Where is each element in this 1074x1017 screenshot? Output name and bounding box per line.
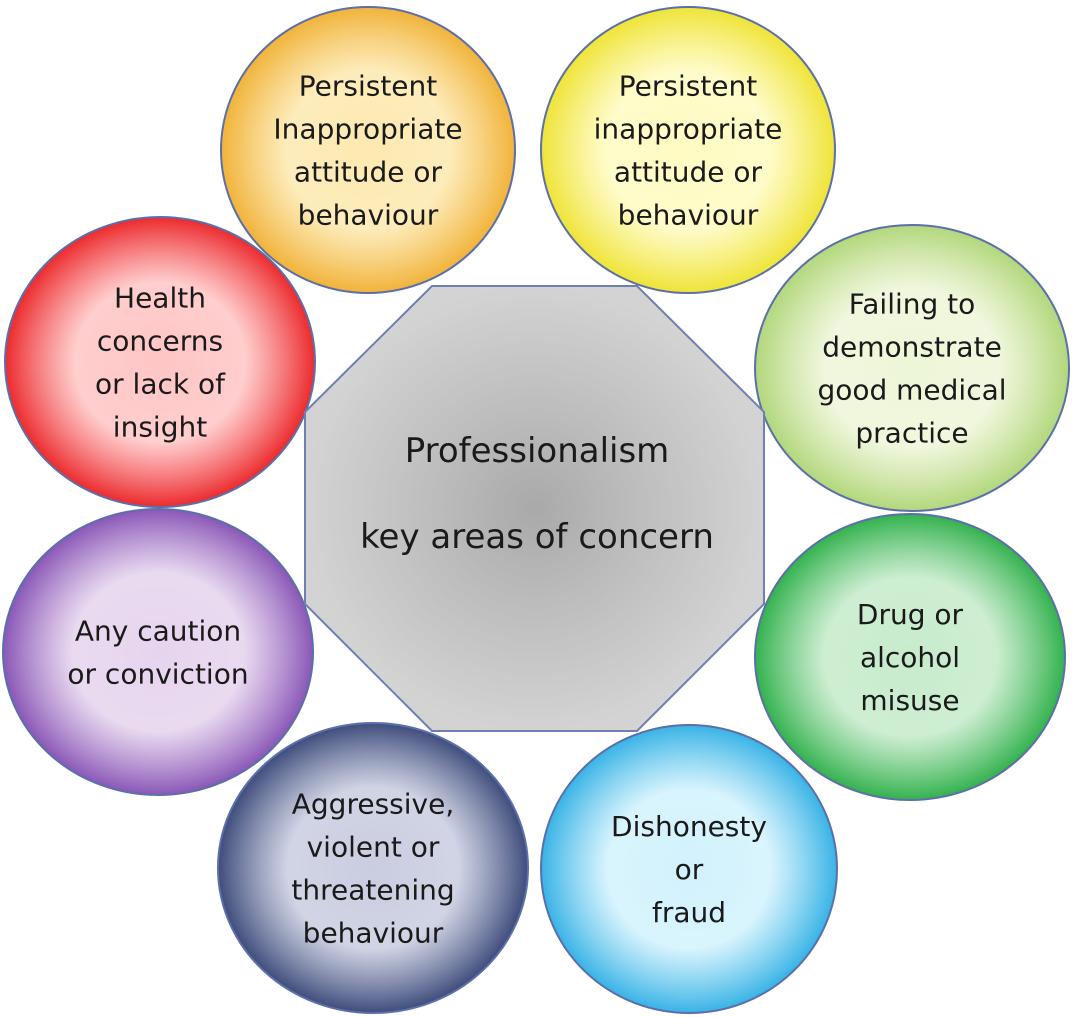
petal-left-upper: Health concerns or lack of insight [4, 216, 316, 508]
petal-left-lower-circle [2, 508, 314, 796]
petal-left-upper-circle [4, 216, 316, 508]
center-layer: Professionalism key areas of concern [304, 285, 765, 732]
petal-top-left-circle [220, 6, 516, 294]
petal-left-lower-label-line: Any caution [75, 615, 241, 648]
petal-right-lower: Drug or alcohol misuse [754, 513, 1066, 801]
petal-bottom-left-label-line: Aggressive, [292, 788, 454, 821]
petal-top-right-label-line: attitude or [614, 156, 763, 189]
petal-left-upper-label-line: Health [114, 282, 206, 315]
petal-top-right-label-line: behaviour [618, 199, 759, 232]
petal-right-lower-circle [754, 513, 1066, 801]
petal-bottom-left-label-line: threatening [291, 874, 454, 907]
petal-bottom-right: Dishonesty or fraud [540, 724, 838, 1014]
petal-bottom-left-label-line: violent or [307, 831, 440, 864]
petal-bottom-left: Aggressive, violent or threatening behaviou… [217, 722, 529, 1014]
petal-right-lower-label-line: misuse [860, 684, 959, 717]
petal-bottom-left-label-line: behaviour [303, 917, 444, 950]
petal-bottom-right-circle [540, 724, 838, 1014]
petal-right-upper-label-line: Failing to [849, 288, 976, 321]
petal-bottom-right-label-line: Dishonesty [611, 810, 767, 843]
petal-right-upper-label-line: demonstrate [822, 331, 1002, 364]
petal-right-upper: Failing to demonstrate good medical practic… [754, 224, 1070, 512]
petal-right-upper-label-line: good medical [817, 374, 1006, 407]
petal-left-lower-label-line: or conviction [67, 658, 248, 691]
petal-left-upper-label-line: or lack of [95, 368, 226, 401]
petal-right-upper-circle [754, 224, 1070, 512]
petal-top-left-label-line: Inappropriate [273, 113, 462, 146]
petal-top-right-label-line: inappropriate [594, 113, 783, 146]
petal-top-left-label-line: attitude or [294, 156, 443, 189]
petal-bottom-right-label-line: fraud [652, 896, 726, 929]
petal-left-lower: Any caution or conviction [2, 508, 314, 796]
petal-top-right: Persistent inappropriate attitude or behavi… [540, 6, 836, 294]
petal-top-left-label-line: Persistent [299, 70, 438, 103]
petal-top-right-circle [540, 6, 836, 294]
petal-top-left-label-line: behaviour [298, 199, 439, 232]
center-octagon [304, 285, 765, 732]
petal-left-upper-label-line: insight [113, 411, 207, 444]
center-label-line: Professionalism [405, 431, 670, 471]
petal-top-right-label-line: Persistent [619, 70, 758, 103]
petal-left-upper-label-line: concerns [97, 325, 223, 358]
petal-bottom-left-circle [217, 722, 529, 1014]
petal-bottom-right-label-line: or [675, 853, 704, 886]
center-label-line: key areas of concern [360, 517, 714, 557]
petal-right-lower-label-line: alcohol [860, 641, 960, 674]
petal-right-upper-label-line: practice [855, 417, 968, 450]
center-octagon-group: Professionalism key areas of concern [304, 285, 765, 732]
petal-right-lower-label-line: Drug or [857, 598, 964, 631]
